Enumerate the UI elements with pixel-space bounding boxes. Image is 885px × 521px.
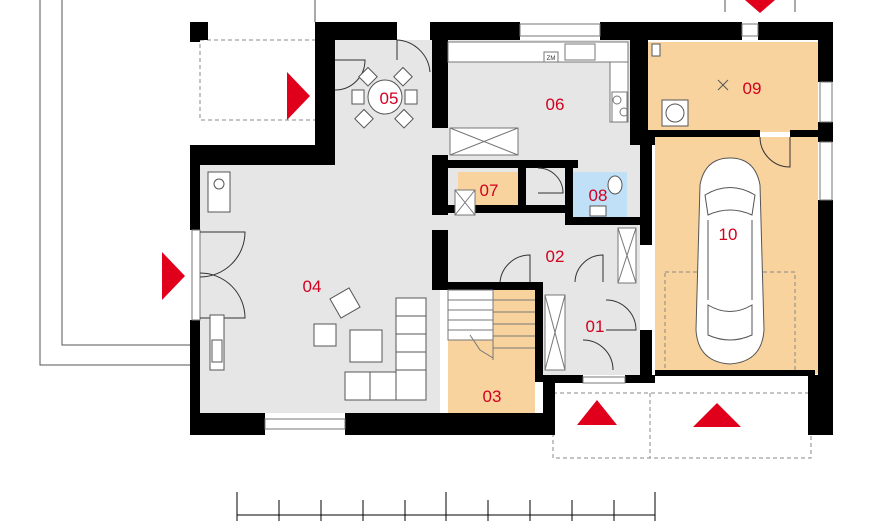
room-label-02: 02	[546, 247, 565, 266]
terrace-outline	[39, 0, 796, 366]
entry-arrow-icon	[162, 0, 775, 427]
boiler-fixtures	[651, 43, 689, 127]
room-label-04: 04	[303, 277, 322, 296]
room-label-01: 01	[586, 317, 605, 336]
room-label-09: 09	[743, 79, 762, 98]
car-icon	[695, 157, 765, 365]
sink-icon	[589, 205, 607, 217]
scale-bar	[236, 492, 656, 521]
room-labels: 01 02 03 04 05 06 07 08 09 10	[303, 79, 762, 406]
closets	[454, 189, 637, 371]
stairs	[447, 289, 535, 360]
wc-fixtures	[589, 175, 623, 217]
stove-icon	[611, 91, 628, 123]
room-label-07: 07	[480, 181, 499, 200]
room-label-03: 03	[483, 387, 502, 406]
room-label-06: 06	[546, 95, 565, 114]
walls	[190, 22, 833, 435]
toilet-icon	[607, 175, 623, 195]
dining-set-icon	[351, 66, 418, 129]
room-label-08: 08	[589, 186, 608, 205]
room-label-10: 10	[719, 225, 738, 244]
room-label-05: 05	[380, 89, 399, 108]
sofa-icon	[207, 171, 427, 401]
floor-porch	[553, 393, 811, 458]
windows	[191, 23, 833, 430]
zm-label: ZM	[547, 56, 556, 62]
kitchen-fixtures	[447, 41, 629, 156]
doors	[199, 39, 791, 371]
